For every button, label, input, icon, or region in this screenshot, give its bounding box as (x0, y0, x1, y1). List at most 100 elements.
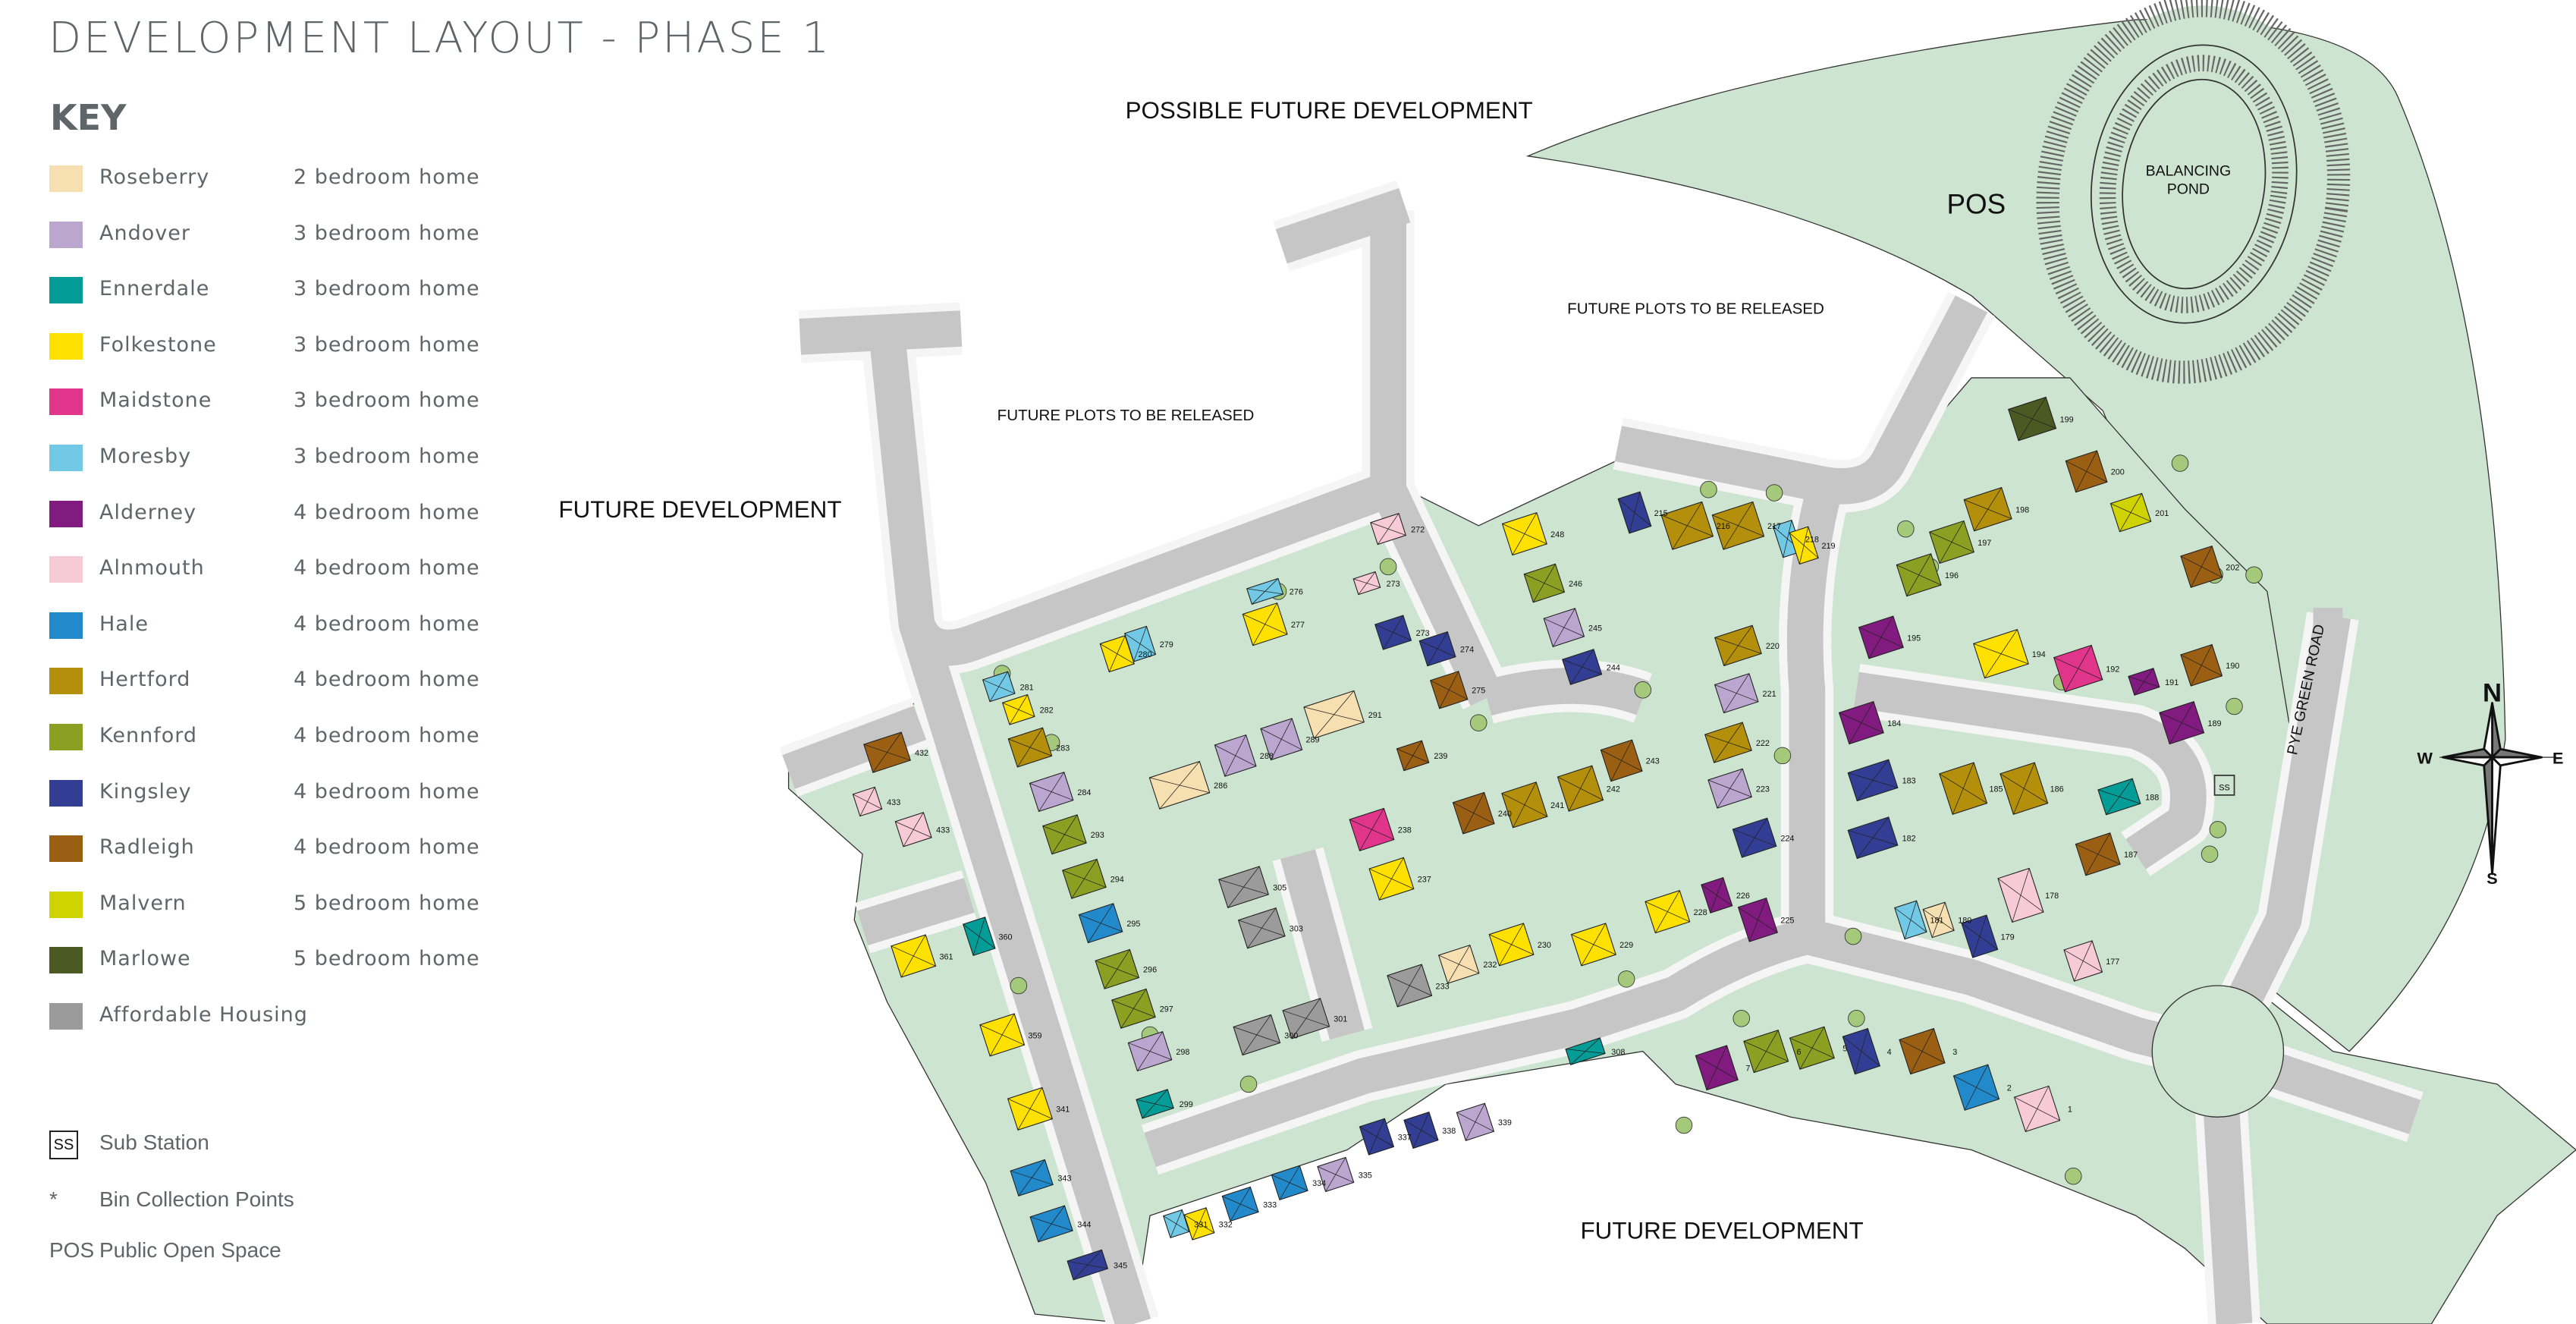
house-plot-192[interactable] (2053, 644, 2103, 693)
house-plot-301[interactable] (1282, 998, 1330, 1039)
house-plot-195[interactable] (1858, 615, 1904, 659)
house-plot-224[interactable] (1732, 817, 1777, 858)
house-plot-201[interactable] (2109, 492, 2152, 533)
house-plot-293[interactable] (1042, 814, 1087, 855)
house-plot-345[interactable] (1067, 1249, 1109, 1281)
house-plot-248[interactable] (1501, 511, 1547, 556)
house-plot-337[interactable] (1359, 1118, 1395, 1156)
house-plot-275[interactable] (1430, 671, 1469, 709)
house-plot-343[interactable] (1010, 1159, 1054, 1197)
house-plot-277[interactable] (1242, 602, 1288, 646)
house-plot-221[interactable] (1714, 673, 1759, 714)
house-plot-282[interactable] (1001, 693, 1035, 725)
house-plot-273[interactable] (1374, 615, 1412, 650)
house-plot-433[interactable] (852, 786, 883, 817)
house-plot-295[interactable] (1078, 903, 1123, 944)
house-plot-179[interactable] (1961, 914, 1999, 958)
house-plot-361[interactable] (891, 934, 937, 978)
house-plot-196[interactable] (1896, 553, 1942, 597)
house-plot-332[interactable] (1183, 1207, 1215, 1241)
house-plot-237[interactable] (1368, 857, 1415, 901)
house-plot-338[interactable] (1403, 1111, 1439, 1149)
house-plot-197[interactable] (1928, 520, 1975, 565)
house-plot-5[interactable] (1789, 1026, 1835, 1070)
house-plot-360[interactable] (963, 917, 996, 957)
house-plot-272[interactable] (1370, 513, 1407, 546)
house-plot-281[interactable] (982, 671, 1016, 703)
house-plot-189[interactable] (2159, 700, 2205, 745)
house-plot-4[interactable] (1842, 1027, 1881, 1075)
house-plot-232[interactable] (1437, 944, 1480, 984)
house-plot-359[interactable] (979, 1013, 1026, 1057)
house-plot-202[interactable] (2180, 545, 2223, 588)
house-plot-225[interactable] (1737, 898, 1779, 942)
house-plot-245[interactable] (1543, 608, 1585, 647)
house-plot-241[interactable] (1501, 782, 1548, 829)
house-plot-215[interactable] (1617, 491, 1652, 534)
house-plot-246[interactable] (1523, 563, 1566, 603)
house-plot-187[interactable] (2075, 832, 2121, 876)
house-plot-226[interactable] (1701, 877, 1733, 914)
house-plot-433[interactable] (894, 812, 932, 848)
house-plot-273[interactable] (1352, 571, 1381, 596)
house-plot-296[interactable] (1095, 948, 1140, 989)
house-plot-180[interactable] (1922, 901, 1955, 939)
house-plot-228[interactable] (1645, 889, 1691, 934)
house-plot-198[interactable] (1963, 486, 2012, 532)
house-plot-331[interactable] (1162, 1209, 1190, 1239)
house-plot-243[interactable] (1600, 739, 1643, 782)
house-plot-223[interactable] (1707, 768, 1752, 809)
house-plot-188[interactable] (2097, 778, 2141, 816)
house-plot-303[interactable] (1237, 907, 1286, 949)
house-plot-289[interactable] (1260, 718, 1303, 761)
house-plot-190[interactable] (2180, 643, 2223, 687)
house-plot-244[interactable] (1562, 649, 1603, 685)
house-plot-178[interactable] (1997, 867, 2044, 923)
house-plot-294[interactable] (1062, 858, 1107, 899)
house-plot-220[interactable] (1714, 624, 1762, 667)
house-plot-216[interactable] (1660, 501, 1714, 550)
house-plot-184[interactable] (1838, 700, 1884, 745)
house-plot-298[interactable] (1127, 1031, 1173, 1072)
house-plot-341[interactable] (1007, 1087, 1053, 1131)
house-plot-182[interactable] (1847, 816, 1899, 860)
house-plot-334[interactable] (1271, 1165, 1308, 1200)
house-plot-286[interactable] (1148, 760, 1211, 810)
house-plot-181[interactable] (1894, 900, 1927, 940)
house-plot-305[interactable] (1218, 866, 1270, 909)
house-plot-191[interactable] (2128, 668, 2160, 696)
house-plot-2[interactable] (1952, 1064, 2000, 1111)
house-plot-186[interactable] (2000, 762, 2049, 816)
house-plot-297[interactable] (1111, 988, 1156, 1029)
house-plot-432[interactable] (863, 731, 911, 773)
house-plot-222[interactable] (1704, 722, 1752, 763)
house-plot-200[interactable] (2065, 450, 2108, 493)
house-plot-238[interactable] (1349, 807, 1395, 851)
house-plot-291[interactable] (1303, 690, 1365, 739)
house-plot-183[interactable] (1847, 759, 1899, 802)
house-plot-300[interactable] (1233, 1014, 1281, 1056)
house-plot-3[interactable] (1899, 1027, 1946, 1075)
house-plot-276[interactable] (1246, 577, 1284, 605)
house-plot-219[interactable] (1789, 526, 1819, 565)
house-plot-177[interactable] (2063, 940, 2103, 982)
house-plot-288[interactable] (1214, 734, 1257, 777)
house-plot-344[interactable] (1029, 1205, 1073, 1243)
house-plot-339[interactable] (1456, 1102, 1495, 1141)
house-plot-284[interactable] (1029, 771, 1074, 813)
house-plot-7[interactable] (1695, 1045, 1739, 1091)
house-plot-274[interactable] (1418, 631, 1456, 667)
house-plot-217[interactable] (1711, 501, 1765, 550)
house-plot-230[interactable] (1488, 923, 1535, 967)
house-plot-233[interactable] (1387, 964, 1433, 1008)
house-plot-239[interactable] (1396, 740, 1430, 772)
house-plot-229[interactable] (1570, 923, 1616, 967)
house-plot-333[interactable] (1221, 1186, 1259, 1222)
house-plot-199[interactable] (2008, 396, 2057, 442)
house-plot-194[interactable] (1973, 628, 2029, 679)
house-plot-240[interactable] (1452, 791, 1495, 835)
house-plot-283[interactable] (1007, 727, 1053, 768)
house-plot-299[interactable] (1136, 1089, 1174, 1119)
house-plot-308[interactable] (1565, 1037, 1606, 1065)
house-plot-1[interactable] (2013, 1085, 2061, 1133)
